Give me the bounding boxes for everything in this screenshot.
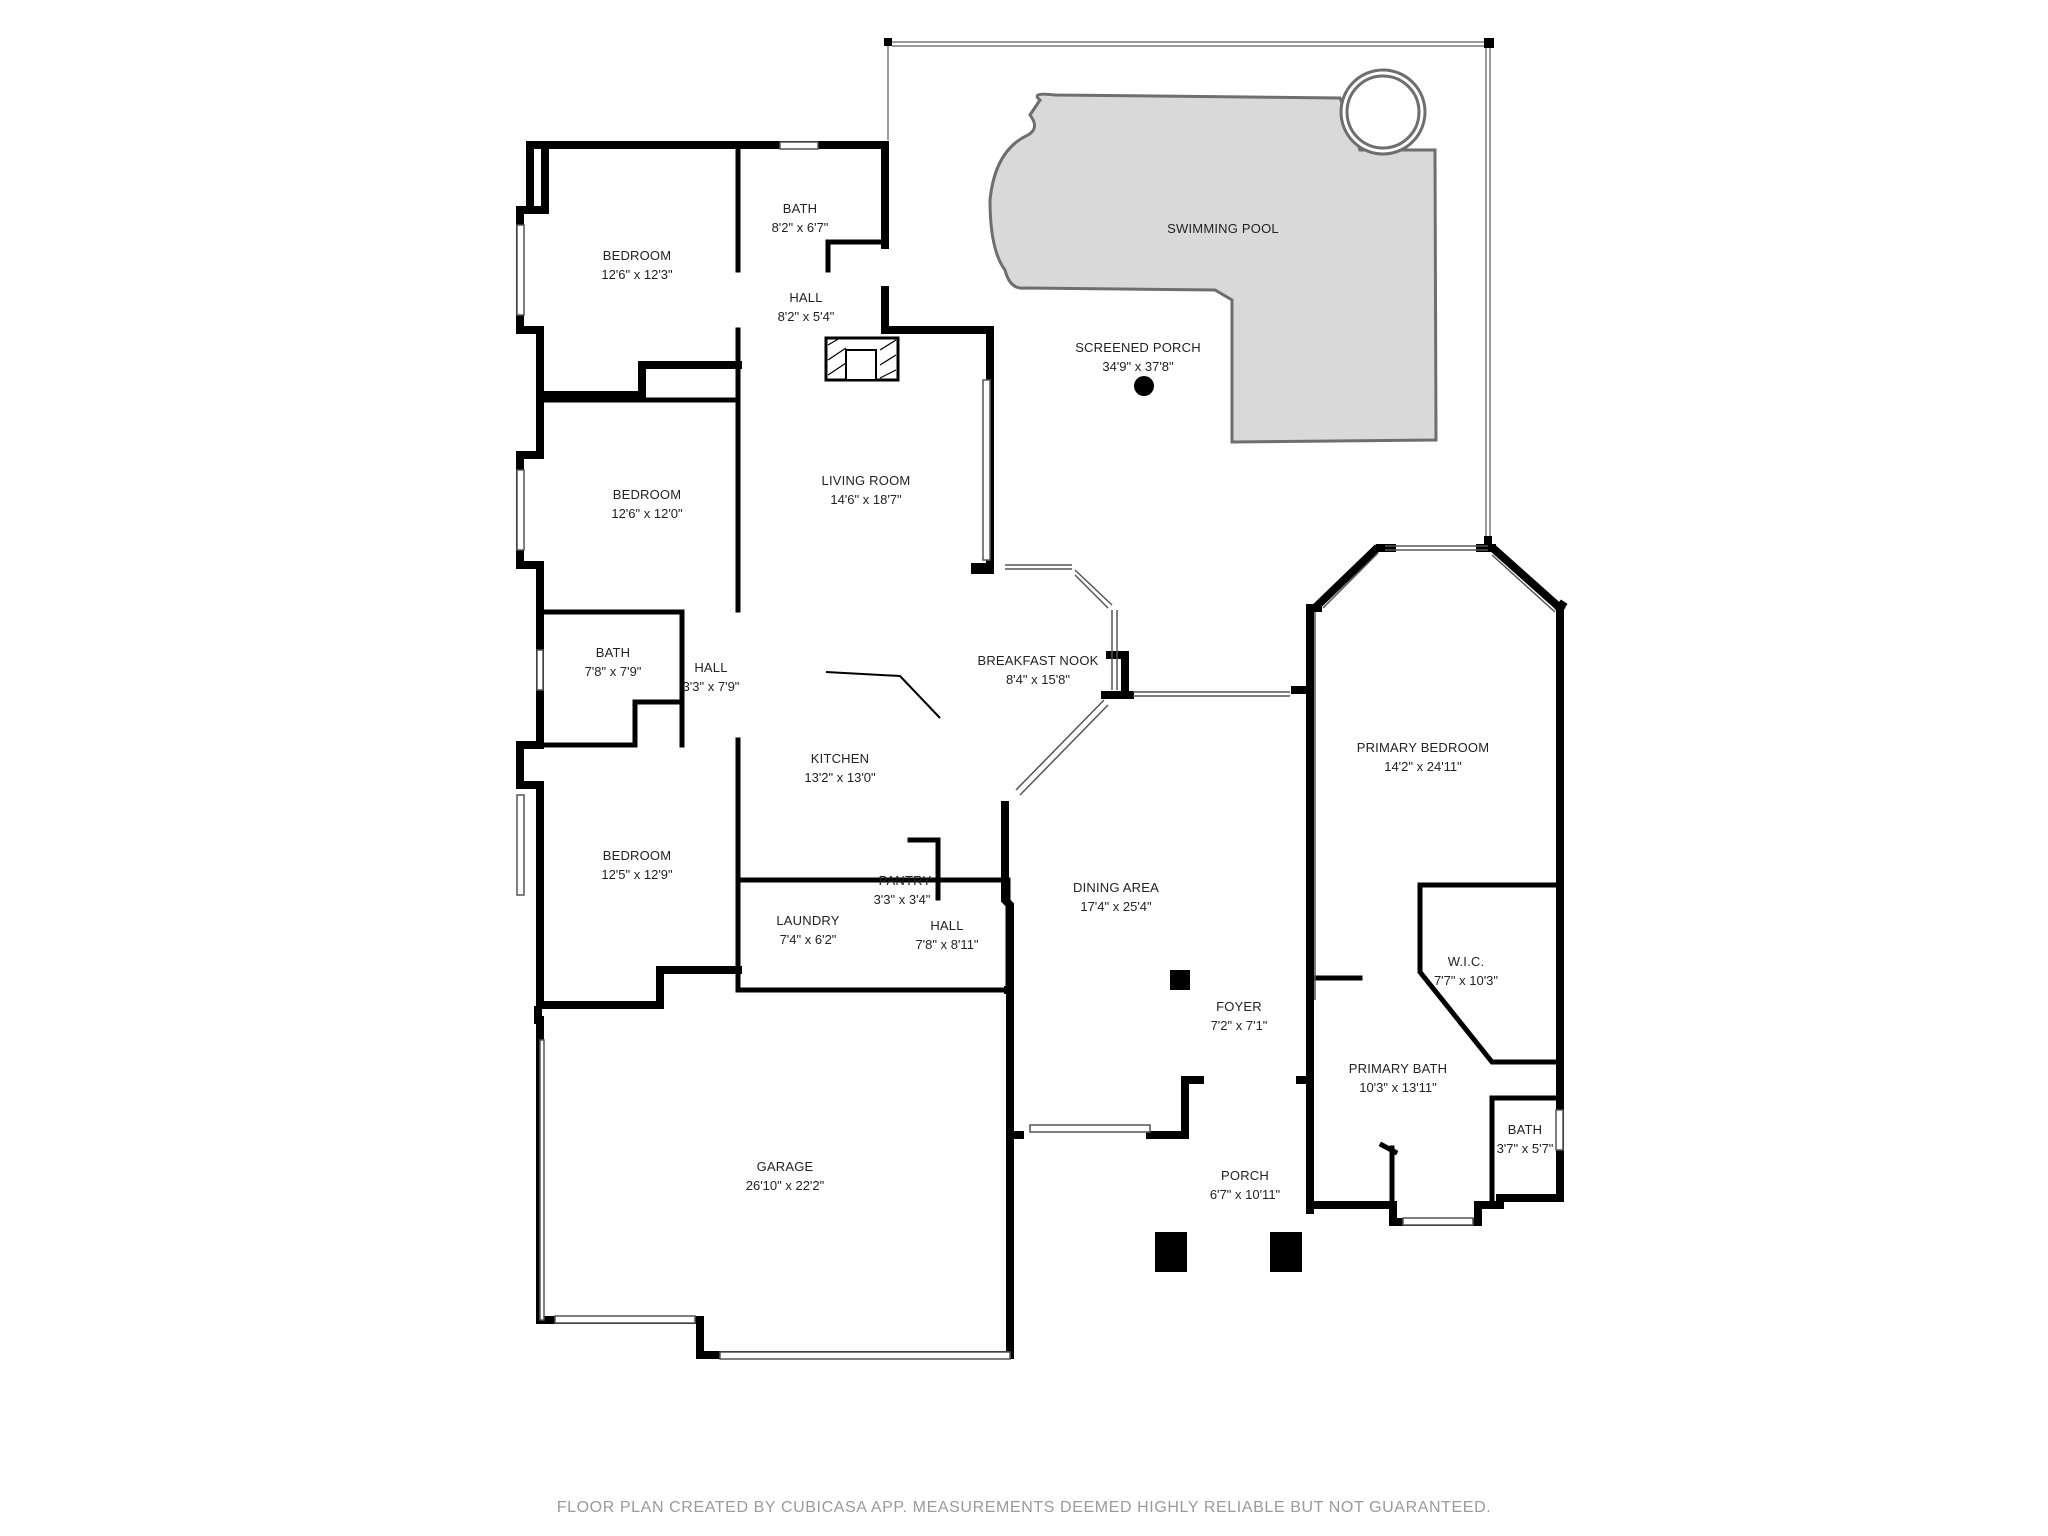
angled-walls <box>971 371 1566 1000</box>
room-label-swimming-pool: SWIMMING POOL <box>1167 221 1279 236</box>
windows <box>516 141 1564 1360</box>
room-label-primary-bath: PRIMARY BATH <box>1349 1061 1447 1076</box>
room-dim-foyer: 7'2" x 7'1" <box>1211 1018 1268 1033</box>
garage-door <box>539 1039 545 1321</box>
room-dim-primary-bath: 10'3" x 13'11" <box>1359 1080 1437 1095</box>
footer-disclaimer: FLOOR PLAN CREATED BY CUBICASA APP. MEAS… <box>557 1499 1492 1516</box>
room-label-hall-low: HALL <box>930 918 963 933</box>
room-label-bedroom-3: BEDROOM <box>603 848 672 863</box>
room-label-porch: PORCH <box>1221 1168 1269 1183</box>
room-dim-bedroom-3: 12'5" x 12'9" <box>601 867 673 882</box>
room-label-pantry: PANTRY <box>879 873 932 888</box>
screened-porch-enclosure <box>884 38 1494 546</box>
room-dim-pantry: 3'3" x 3'4" <box>874 892 931 907</box>
room-label-bath-mid: BATH <box>596 645 631 660</box>
room-dim-bath-mid: 7'8" x 7'9" <box>585 664 642 679</box>
kitchen-island <box>825 671 941 719</box>
room-label-breakfast-nook: BREAKFAST NOOK <box>977 653 1098 668</box>
room-label-garage: GARAGE <box>757 1159 814 1174</box>
room-label-hall-top: HALL <box>789 290 822 305</box>
room-dim-kitchen: 13'2" x 13'0" <box>804 770 876 785</box>
room-label-foyer: FOYER <box>1216 999 1262 1014</box>
room-labels: BATH 8'2" x 6'7" BEDROOM 12'6" x 12'3" H… <box>585 201 1554 1202</box>
room-dim-hall-low: 7'8" x 8'11" <box>915 937 978 952</box>
room-label-hall-mid: HALL <box>694 660 727 675</box>
room-label-bath-primary-small: BATH <box>1508 1122 1543 1137</box>
screened-porch-column <box>1134 376 1154 396</box>
room-dim-primary-bedroom: 14'2" x 24'11" <box>1384 759 1462 774</box>
room-dim-garage: 26'10" x 22'2" <box>746 1178 825 1193</box>
room-dim-laundry: 7'4" x 6'2" <box>780 932 837 947</box>
fireplace <box>824 336 900 382</box>
room-dim-screened-porch: 34'9" x 37'8" <box>1102 359 1174 374</box>
room-label-screened-porch: SCREENED PORCH <box>1075 340 1201 355</box>
room-dim-dining-area: 17'4" x 25'4" <box>1080 899 1152 914</box>
room-dim-hall-mid: 3'3" x 7'9" <box>683 679 740 694</box>
swimming-pool-shape <box>988 68 1438 444</box>
room-dim-bath-top: 8'2" x 6'7" <box>772 220 829 235</box>
room-label-dining-area: DINING AREA <box>1073 880 1159 895</box>
room-dim-bedroom-2: 12'6" x 12'0" <box>611 506 683 521</box>
room-label-living-room: LIVING ROOM <box>822 473 911 488</box>
room-dim-living-room: 14'6" x 18'7" <box>830 492 902 507</box>
room-label-bath-top: BATH <box>783 201 818 216</box>
room-label-wic: W.I.C. <box>1448 954 1485 969</box>
room-label-laundry: LAUNDRY <box>776 913 839 928</box>
room-dim-hall-top: 8'2" x 5'4" <box>778 309 835 324</box>
interior-walls <box>537 142 1563 1208</box>
room-dim-breakfast-nook: 8'4" x 15'8" <box>1006 672 1070 687</box>
room-dim-bedroom-1: 12'6" x 12'3" <box>601 267 673 282</box>
room-dim-porch: 6'7" x 10'11" <box>1210 1187 1281 1202</box>
room-label-bedroom-2: BEDROOM <box>613 487 682 502</box>
room-dim-wic: 7'7" x 10'3" <box>1434 973 1498 988</box>
room-label-bedroom-1: BEDROOM <box>603 248 672 263</box>
room-label-primary-bedroom: PRIMARY BEDROOM <box>1357 740 1490 755</box>
room-label-kitchen: KITCHEN <box>811 751 869 766</box>
foyer-column <box>1170 970 1190 990</box>
room-dim-bath-primary-small: 3'7" x 5'7" <box>1497 1141 1554 1156</box>
